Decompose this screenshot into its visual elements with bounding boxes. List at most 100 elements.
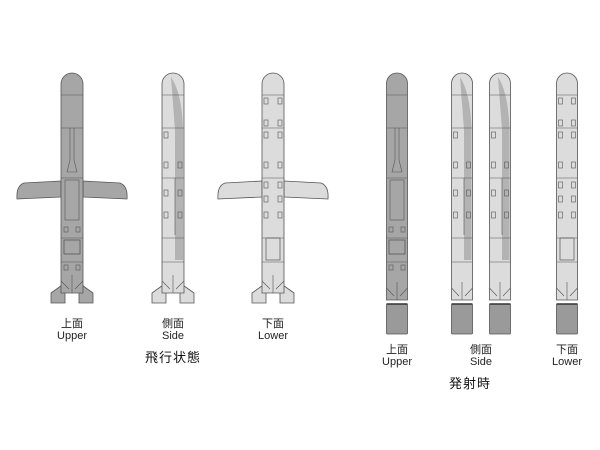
- panel-detail: [571, 195, 576, 203]
- side-shading: [460, 77, 472, 260]
- panel-detail: [277, 119, 283, 127]
- panel-detail: [177, 189, 183, 197]
- panel-detail: [453, 131, 458, 139]
- tail-detail: [451, 282, 473, 300]
- panel-detail: [491, 211, 496, 219]
- panel-detail: [388, 264, 394, 271]
- panel-detail: [63, 226, 69, 233]
- tail-detail: [161, 275, 185, 293]
- panel-detail: [263, 119, 269, 127]
- panel-detail: [558, 211, 563, 219]
- panel-detail: [504, 161, 509, 169]
- group-title-launch: 発射時: [448, 376, 491, 391]
- panel-detail: [466, 189, 471, 197]
- intake-panel: [63, 239, 81, 255]
- panel-detail: [63, 264, 69, 271]
- spine-detail: [391, 128, 403, 173]
- panel-detail: [504, 189, 509, 197]
- panel-detail: [163, 211, 169, 219]
- panel-detail: [388, 226, 394, 233]
- panel-detail: [466, 211, 471, 219]
- panel-detail: [571, 161, 576, 169]
- missile-body: [60, 72, 84, 294]
- panel-detail: [277, 211, 283, 219]
- side-shading: [171, 77, 183, 260]
- panel-detail: [571, 181, 576, 189]
- intake-panel: [559, 237, 575, 261]
- missile-launch-lower: [556, 72, 578, 335]
- booster: [556, 303, 578, 335]
- booster: [451, 303, 473, 335]
- missile-flight-side: [151, 72, 195, 304]
- wing-left: [16, 180, 62, 200]
- missile-body: [556, 72, 578, 301]
- panel-detail: [466, 161, 471, 169]
- panel-detail: [400, 264, 406, 271]
- panel-detail: [263, 211, 269, 219]
- panel-detail: [453, 161, 458, 169]
- panel-detail: [277, 195, 283, 203]
- tail-detail: [60, 275, 84, 293]
- tail-detail: [261, 275, 285, 293]
- missile-body: [386, 72, 408, 301]
- panel-detail: [75, 264, 81, 271]
- intake-panel: [388, 239, 406, 255]
- panel-detail: [263, 181, 269, 189]
- missile-flight-lower: [217, 72, 329, 304]
- panel-detail: [504, 211, 509, 219]
- tail-detail: [489, 282, 511, 300]
- panel-detail: [558, 181, 563, 189]
- panel-detail: [277, 181, 283, 189]
- panel-detail: [453, 211, 458, 219]
- panel-detail: [491, 161, 496, 169]
- panel-detail: [571, 97, 576, 105]
- wing-right: [82, 180, 128, 200]
- missile-launch-upper: [386, 72, 408, 335]
- spine-detail: [66, 128, 78, 173]
- panel-detail: [177, 211, 183, 219]
- missile-launch-side-1: [451, 72, 473, 335]
- wing-right: [283, 180, 329, 200]
- wing-left: [217, 180, 263, 200]
- panel-detail: [558, 97, 563, 105]
- missile-launch-side-2: [489, 72, 511, 335]
- panel-detail: [163, 131, 169, 139]
- panel-detail: [263, 131, 269, 139]
- panel-detail: [558, 131, 563, 139]
- panel-detail: [177, 161, 183, 169]
- panel-detail: [571, 131, 576, 139]
- panel-detail: [263, 161, 269, 169]
- panel-detail: [277, 97, 283, 105]
- panel-detail: [277, 161, 283, 169]
- wing-bay: [389, 179, 405, 221]
- booster: [386, 303, 408, 335]
- panel-detail: [571, 119, 576, 127]
- tail-detail: [556, 282, 578, 300]
- booster: [489, 303, 511, 335]
- panel-detail: [163, 161, 169, 169]
- panel-detail: [277, 131, 283, 139]
- intake-panel: [265, 237, 281, 261]
- panel-detail: [263, 195, 269, 203]
- missile-flight-upper: [16, 72, 128, 304]
- panel-detail: [558, 161, 563, 169]
- wing-bay: [64, 179, 80, 221]
- panel-detail: [491, 131, 496, 139]
- side-shading: [498, 77, 510, 260]
- panel-detail: [400, 226, 406, 233]
- panel-detail: [558, 119, 563, 127]
- panel-detail: [75, 226, 81, 233]
- panel-detail: [453, 189, 458, 197]
- tail-detail: [386, 282, 408, 300]
- panel-detail: [163, 189, 169, 197]
- panel-detail: [571, 211, 576, 219]
- panel-detail: [263, 97, 269, 105]
